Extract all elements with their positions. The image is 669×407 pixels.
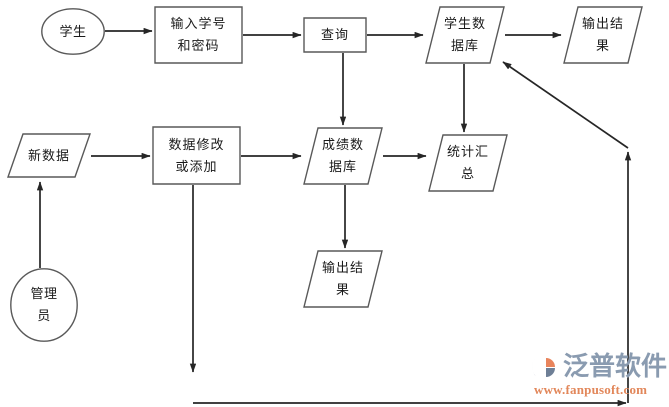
node-input-id-pwd[interactable]: 输入学号 和密码: [154, 6, 243, 64]
node-shape-parallelogram: [563, 6, 643, 64]
node-output-top[interactable]: 输出结 果: [563, 6, 643, 64]
node-shape-parallelogram: [428, 134, 508, 192]
watermark-url: www.fanpusoft.com: [534, 382, 648, 397]
node-shape-parallelogram: [303, 250, 383, 308]
node-shape-parallelogram: [7, 133, 91, 178]
node-shape-ellipse: [10, 268, 78, 342]
node-query[interactable]: 查询: [303, 17, 367, 53]
node-label-student-db: 学生数 据库: [443, 16, 486, 53]
node-label-new-data: 新数据: [27, 147, 70, 163]
node-score-db[interactable]: 成绩数 据库: [303, 127, 383, 185]
node-label-modify-add: 数据修改 或添加: [168, 136, 225, 174]
node-output-mid[interactable]: 输出结 果: [303, 250, 383, 308]
node-admin[interactable]: 管理 员: [10, 268, 78, 342]
node-shape-rectangle: [303, 17, 367, 53]
node-label-score-db: 成绩数 据库: [321, 137, 364, 174]
node-student-db[interactable]: 学生数 据库: [425, 6, 505, 64]
node-modify-add[interactable]: 数据修改 或添加: [152, 126, 241, 185]
watermark-fanpusoft: 泛普软件 www.fanpusoft.com: [531, 352, 667, 398]
node-shape-ellipse: [41, 8, 105, 55]
edge-feedback-to-student-db: [502, 61, 629, 149]
node-shape-parallelogram: [425, 6, 505, 64]
node-label-output-mid: 输出结 果: [321, 260, 364, 297]
node-label-student: 学生: [59, 23, 87, 39]
node-label-input-id-pwd: 输入学号 和密码: [170, 16, 227, 53]
node-label-admin: 管理 员: [30, 286, 58, 323]
fanpu-logo-icon: [531, 352, 561, 382]
node-statistics[interactable]: 统计汇 总: [428, 134, 508, 192]
node-shape-rectangle: [154, 6, 243, 64]
node-shape-rectangle: [152, 126, 241, 185]
watermark-row: 泛普软件: [531, 352, 667, 382]
node-label-statistics: 统计汇 总: [446, 144, 489, 181]
node-new-data[interactable]: 新数据: [7, 133, 91, 178]
node-shape-parallelogram: [303, 127, 383, 185]
node-student[interactable]: 学生: [41, 8, 105, 55]
node-label-output-top: 输出结 果: [581, 16, 624, 53]
watermark-brand: 泛普软件: [563, 352, 668, 382]
node-label-query: 查询: [320, 27, 349, 42]
